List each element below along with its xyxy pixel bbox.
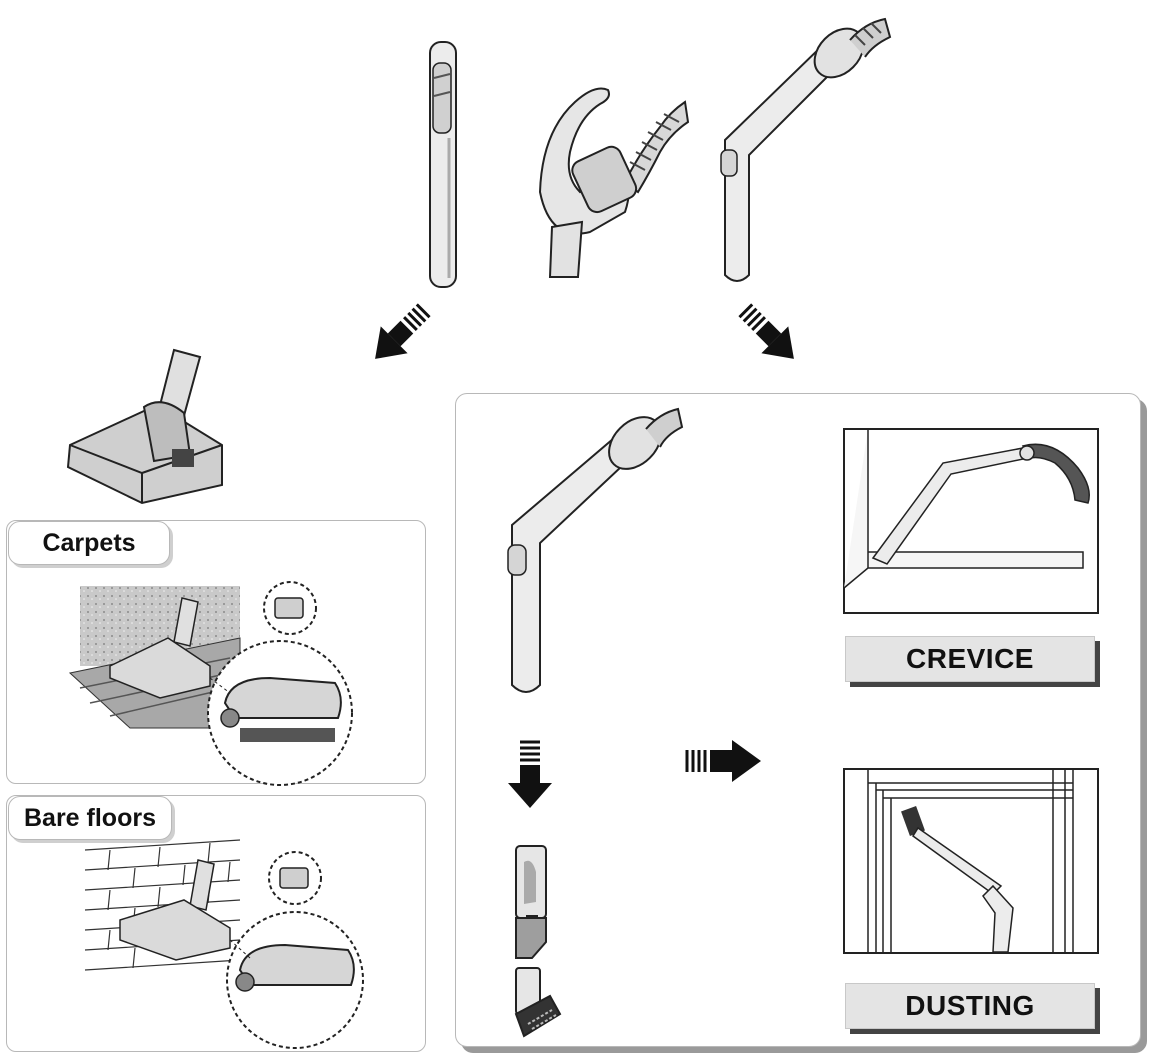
dusting-brush-illustration [514, 967, 562, 1038]
bent-wand-illustration [720, 17, 892, 282]
crevice-label: CREVICE [845, 636, 1095, 682]
bare-floors-label: Bare floors [8, 796, 172, 840]
crevice-scene-illustration [843, 428, 1099, 614]
crevice-tool-illustration [515, 845, 547, 959]
hose-handle-illustration [538, 87, 690, 278]
floor-brush-illustration [66, 348, 223, 505]
arrow-right-icon [685, 740, 761, 782]
carpet-scene-illustration [68, 581, 353, 786]
panel-wand-illustration [507, 407, 684, 693]
dusting-scene-illustration [843, 768, 1099, 954]
dusting-label: DUSTING [845, 983, 1095, 1029]
arrow-down-left-icon [375, 303, 431, 359]
arrow-down-icon [508, 740, 552, 808]
straight-wand-illustration [429, 41, 457, 288]
bare-floor-scene-illustration [84, 839, 364, 1049]
carpets-label: Carpets [8, 521, 170, 565]
arrow-down-right-icon [738, 303, 794, 359]
